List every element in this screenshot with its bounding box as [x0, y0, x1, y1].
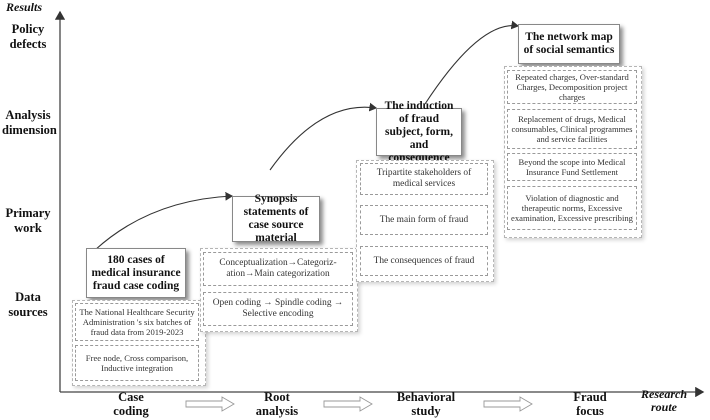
x-axis-title: Research route	[641, 387, 687, 414]
stage-4-item-3: Beyond the scope into Medical Insurance …	[507, 153, 637, 181]
y-level-data-sources: Data sources	[8, 290, 48, 319]
stage-1-title: 180 cases of medical insurance fraud cas…	[86, 248, 186, 298]
stage-1-item-1: The National Healthcare Security Adminis…	[75, 303, 199, 341]
stage-3-item-1: Tripartite stakeholders of medical servi…	[360, 163, 488, 195]
stage-3-title: The induction of fraud subject, form, an…	[376, 100, 462, 164]
y-axis-title: Results	[6, 0, 43, 14]
stage-arrow-3	[483, 396, 533, 412]
x-stage-case-coding: Case coding	[113, 390, 149, 418]
y-level-primary-work: Primary work	[5, 206, 51, 235]
curve-arrow-2	[269, 102, 378, 171]
curve-arrow-3	[424, 20, 520, 105]
stage-arrow-1	[185, 396, 235, 412]
stage-2-title: Synopsis statements of case source mater…	[232, 193, 320, 244]
stage-2-item-2: Open coding → Spindle coding → Selective…	[203, 292, 353, 326]
x-stage-root-analysis: Root analysis	[255, 390, 299, 418]
stage-3-item-3: The consequences of fraud	[360, 246, 488, 276]
stage-1-item-2: Free node, Cross comparison, Inductive i…	[75, 345, 199, 381]
curve-arrow-1	[94, 191, 234, 251]
x-stage-behavioral-study: Behavioral study	[396, 390, 456, 418]
stage-4-item-2: Replacement of drugs, Medical consumable…	[507, 109, 637, 149]
y-level-policy-defects: Policy defects	[9, 22, 47, 51]
stage-3-item-2: The main form of fraud	[360, 205, 488, 235]
y-level-analysis-dimension: Analysis dimension	[2, 108, 57, 137]
stage-4-title: The network map of social semantics	[518, 24, 620, 64]
stage-4-item-1: Repeated charges, Over-standard Charges,…	[507, 70, 637, 104]
x-stage-fraud-focus: Fraud focus	[573, 390, 607, 418]
stage-arrow-2	[323, 396, 373, 412]
stage-2-item-1: Conceptualization→Categoriz-ation→Main c…	[203, 252, 353, 286]
stage-4-item-4: Violation of diagnostic and therapeutic …	[507, 186, 637, 230]
